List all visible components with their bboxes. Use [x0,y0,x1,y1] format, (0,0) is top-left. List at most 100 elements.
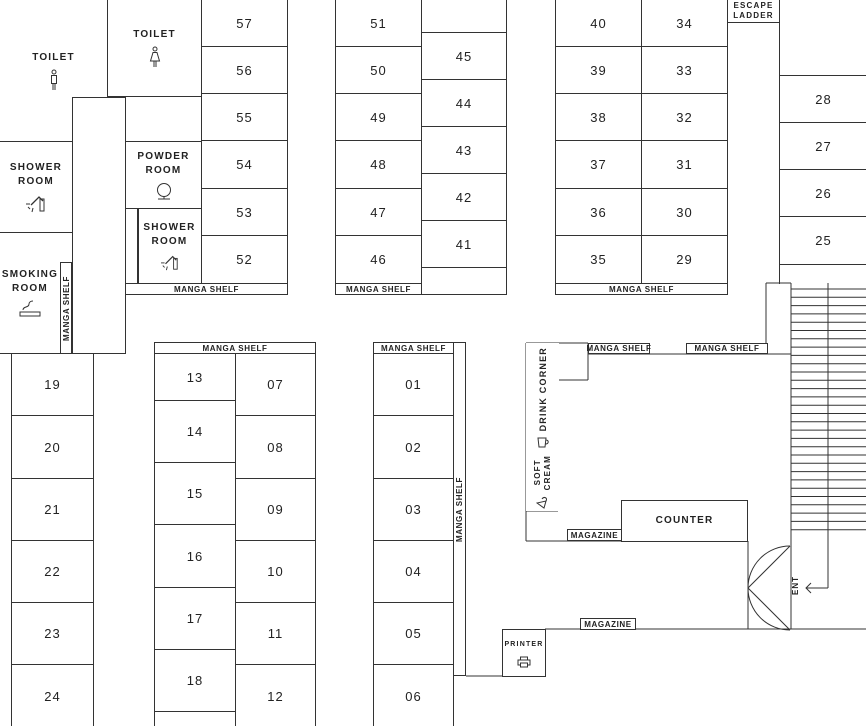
shower-icon [26,196,45,213]
booth-bottom-blank [421,267,507,295]
booth-32[interactable]: 32 [641,93,728,141]
booth-45[interactable]: 45 [421,32,507,80]
booth-47[interactable]: 47 [335,188,422,236]
printer[interactable]: PRINTER [502,629,546,677]
counter-label: COUNTER [655,515,714,526]
booth-38[interactable]: 38 [555,93,642,141]
booth-23[interactable]: 23 [11,602,94,665]
booth-50[interactable]: 50 [335,46,422,94]
booth-bottom-strip [154,711,236,726]
booth-11[interactable]: 11 [235,602,316,665]
booth-27[interactable]: 27 [779,122,866,170]
booth-15[interactable]: 15 [154,462,236,525]
booth-10[interactable]: 10 [235,540,316,603]
right-block-wall [727,22,729,295]
booth-03[interactable]: 03 [373,478,454,541]
booth-24[interactable]: 24 [11,664,94,726]
ice-cream-icon [535,496,547,509]
toilet-women-room[interactable]: TOILET [107,0,202,97]
manga-shelf-smoking: MANGA SHELF [60,262,72,354]
shower-room-left[interactable]: SHOWER ROOM [0,141,73,233]
booth-49[interactable]: 49 [335,93,422,141]
counter[interactable]: COUNTER [621,500,748,542]
powder-room[interactable]: POWDER ROOM [125,141,202,209]
shower-room-right-label: SHOWER ROOM [143,222,196,247]
booth-13[interactable]: 13 [154,353,236,401]
booth-right-bottom [779,264,866,284]
mirror-icon [156,183,171,200]
booth-18[interactable]: 18 [154,649,236,712]
booth-36[interactable]: 36 [555,188,642,236]
booth-08[interactable]: 08 [235,415,316,479]
entrance-label[interactable]: ENT [791,576,800,595]
booth-35[interactable]: 35 [555,235,642,284]
magazine-shelf-bottom: MAGAZINE [580,618,636,630]
booth-37[interactable]: 37 [555,140,642,189]
manga-shelf-top-left: MANGA SHELF [125,283,288,295]
manga-shelf-vertical: MANGA SHELF [453,342,466,676]
smoking-icon [19,300,41,317]
booth-06[interactable]: 06 [373,664,454,726]
booth-12[interactable]: 12 [235,664,316,726]
booth-55[interactable]: 55 [201,93,288,141]
shower-icon [160,255,178,271]
soft-cream-label: SOFT CREAM [532,455,552,491]
booth-41[interactable]: 41 [421,220,507,268]
toilet-men-room[interactable]: TOILET [0,0,108,142]
booth-42[interactable]: 42 [421,173,507,221]
booth-57[interactable]: 57 [201,0,288,47]
soft-cream[interactable]: SOFT CREAM [526,453,559,511]
toilet-men-label: TOILET [32,51,75,63]
booth-51[interactable]: 51 [335,0,422,47]
shower-right-wall [137,208,139,284]
booth-34[interactable]: 34 [641,0,728,47]
booth-21[interactable]: 21 [11,478,94,541]
booth-09[interactable]: 09 [235,478,316,541]
coffee-cup-icon [536,437,549,448]
booth-07[interactable]: 07 [235,353,316,416]
manga-shelf-right: MANGA SHELF [555,283,728,295]
male-toilet-icon [50,69,57,90]
booth-56[interactable]: 56 [201,46,288,94]
corridor-pillar [72,97,126,354]
booth-04[interactable]: 04 [373,540,454,603]
female-toilet-icon [149,46,160,67]
booth-14[interactable]: 14 [154,400,236,463]
escape-ladder-label: ESCAPE LADDER [733,1,774,20]
booth-28[interactable]: 28 [779,75,866,123]
smoking-room-label: SMOKING ROOM [1,269,59,294]
booth-29[interactable]: 29 [641,235,728,284]
booth-20[interactable]: 20 [11,415,94,479]
magazine-shelf-counter: MAGAZINE [567,529,622,541]
booth-54[interactable]: 54 [201,140,288,189]
booth-01[interactable]: 01 [373,353,454,416]
booth-17[interactable]: 17 [154,587,236,650]
booth-30[interactable]: 30 [641,188,728,236]
booth-39[interactable]: 39 [555,46,642,94]
drink-corner[interactable]: DRINK CORNER [526,343,559,453]
booth-22[interactable]: 22 [11,540,94,603]
booth-53[interactable]: 53 [201,188,288,236]
printer-icon [517,656,531,668]
booth-48[interactable]: 48 [335,140,422,189]
booth-19[interactable]: 19 [11,353,94,416]
booth-46[interactable]: 46 [335,235,422,284]
toilet-women-label: TOILET [133,29,176,40]
booth-43[interactable]: 43 [421,126,507,174]
escape-ladder[interactable]: ESCAPE LADDER [727,0,780,23]
booth-33[interactable]: 33 [641,46,728,94]
booth-40[interactable]: 40 [555,0,642,47]
booth-right-top [779,0,866,76]
booth-52[interactable]: 52 [201,235,288,284]
booth-25[interactable]: 25 [779,216,866,265]
printer-label: PRINTER [504,641,544,648]
manga-shelf-mid: MANGA SHELF [335,283,422,295]
booth-16[interactable]: 16 [154,524,236,588]
manga-shelf-counter-left: MANGA SHELF [586,343,652,354]
booth-02[interactable]: 02 [373,415,454,479]
booth-44[interactable]: 44 [421,79,507,127]
booth-31[interactable]: 31 [641,140,728,189]
booth-05[interactable]: 05 [373,602,454,665]
booth-26[interactable]: 26 [779,169,866,217]
